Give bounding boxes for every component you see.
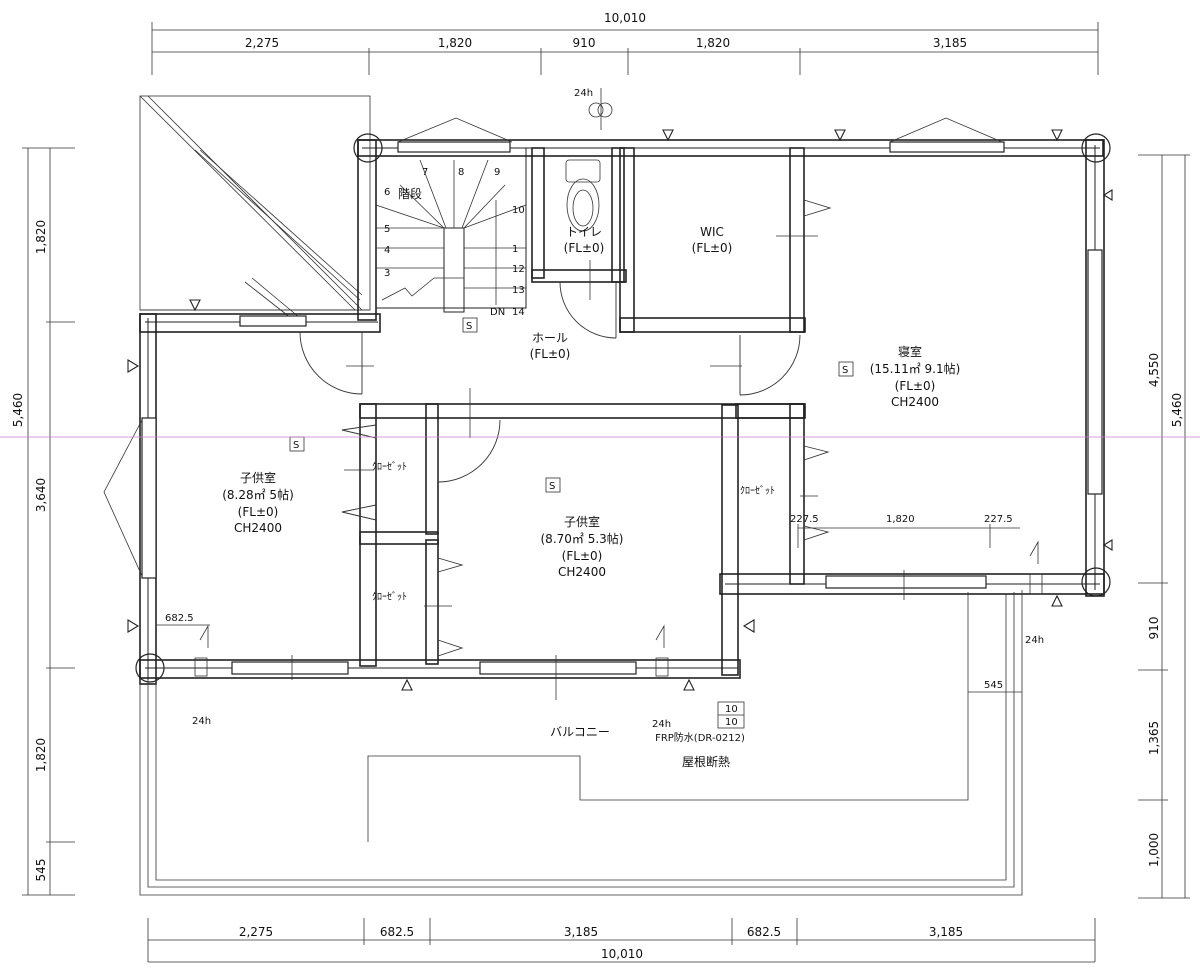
right-dim-2: 910	[1147, 617, 1161, 640]
dim-2275-b: 227.5	[984, 514, 1013, 525]
dim-545-right: 545	[984, 680, 1003, 691]
top-total-dim: 10,010	[604, 11, 646, 25]
ventilation-marks: 24h 24h 24h 24h	[192, 88, 1044, 730]
left-dim-4: 545	[34, 859, 48, 882]
direction-triangles	[127, 129, 1113, 691]
stair-step-14: 14	[512, 307, 525, 318]
stair-step-13: 13	[512, 285, 525, 296]
bedroom-name: 寝室	[898, 344, 922, 359]
roof-insulation-label: 屋根断熱	[682, 754, 730, 769]
toilet-level: (FL±0)	[564, 241, 605, 255]
balcony-label: バルコニー	[550, 725, 610, 739]
fan-label-right: 24h	[1025, 635, 1044, 646]
roof-area-top-left	[139, 95, 371, 323]
inner-dimensions: 682.5 227.5 1,820 227.5 545	[156, 514, 1022, 693]
sensor-hall: S	[466, 321, 472, 332]
bottom-dim-4: 682.5	[747, 925, 781, 939]
dim-1820-right: 1,820	[886, 514, 915, 525]
stair-step-7: 7	[422, 167, 428, 178]
bottom-dimensions: 2,275 682.5 3,185 682.5 3,185 10,010	[147, 918, 1096, 963]
hall-level: (FL±0)	[530, 347, 571, 361]
windows	[103, 117, 1103, 675]
kid-center-name: 子供室	[564, 514, 600, 529]
right-total-dim: 5,460	[1170, 393, 1184, 427]
stair-step-3: 3	[384, 268, 390, 279]
stair-step-8: 8	[458, 167, 464, 178]
top-dim-4: 1,820	[696, 36, 730, 50]
kid-center-area: (8.70㎡ 5.3帖)	[541, 531, 624, 546]
stair-step-9: 9	[494, 167, 500, 178]
fan-label-left: 24h	[192, 716, 211, 727]
sensor-bedroom: S	[842, 365, 848, 376]
kid-left-ceiling: CH2400	[234, 521, 282, 535]
fan-label-balcony: 24h	[652, 719, 671, 730]
corner-marks	[135, 133, 1111, 683]
stair-step-10: 10	[512, 205, 525, 216]
fan-label-top: 24h	[574, 88, 593, 99]
kid-left-level: (FL±0)	[238, 505, 279, 519]
kid-center-ceiling: CH2400	[558, 565, 606, 579]
bedroom-level: (FL±0)	[895, 379, 936, 393]
right-dim-4: 1,000	[1147, 833, 1161, 867]
exterior-walls	[139, 139, 1105, 685]
wic-name: WIC	[700, 225, 724, 239]
sensor-kid-left: S	[293, 440, 299, 451]
top-dim-5: 3,185	[933, 36, 967, 50]
dim-6825-left: 682.5	[165, 613, 194, 624]
staircase: 7 8 9 6 階段 10 5 1 4 12 3 13 DN 14	[375, 159, 527, 318]
toilet-fixture	[565, 159, 601, 232]
left-dim-1: 1,820	[34, 220, 48, 254]
left-dimensions: 1,820 3,640 1,820 545 5,460	[11, 147, 75, 896]
right-dimensions: 4,550 910 1,365 1,000 5,460	[1138, 154, 1190, 899]
left-total-dim: 5,460	[11, 393, 25, 427]
bottom-dim-5: 3,185	[929, 925, 963, 939]
kid-center-level: (FL±0)	[562, 549, 603, 563]
right-dim-1: 4,550	[1147, 353, 1161, 387]
stair-step-12: 12	[512, 264, 525, 275]
sensor-kid-center: S	[549, 481, 555, 492]
stair-step-4: 4	[384, 245, 390, 256]
electrical-points	[291, 235, 905, 700]
stair-dn: DN	[490, 307, 505, 318]
left-dim-3: 1,820	[34, 738, 48, 772]
dim-2275-a: 227.5	[790, 514, 819, 525]
balcony-spec: FRP防水(DR-0212)	[655, 731, 745, 744]
balcony-area	[139, 590, 1023, 896]
closet-label-3: ｸﾛｰｾﾞｯﾄ	[740, 485, 775, 497]
stair-step-1: 1	[512, 244, 518, 255]
bottom-dim-2: 682.5	[380, 925, 414, 939]
bedroom-area: (15.11㎡ 9.1帖)	[870, 361, 961, 376]
wic-level: (FL±0)	[692, 241, 733, 255]
bottom-dim-1: 2,275	[239, 925, 273, 939]
kid-left-area: (8.28㎡ 5帖)	[222, 487, 294, 502]
slope-top: 10	[725, 704, 738, 715]
stair-label: 階段	[398, 186, 422, 201]
bottom-total-dim: 10,010	[601, 947, 643, 961]
kid-left-name: 子供室	[240, 470, 276, 485]
right-dim-3: 1,365	[1147, 721, 1161, 755]
top-dim-1: 2,275	[245, 36, 279, 50]
top-dim-3: 910	[573, 36, 596, 50]
swing-doors	[299, 281, 801, 483]
top-dim-2: 1,820	[438, 36, 472, 50]
bedroom-ceiling: CH2400	[891, 395, 939, 409]
left-dim-2: 3,640	[34, 478, 48, 512]
hall-name: ホール	[532, 331, 568, 345]
toilet-name: トイレ	[566, 225, 602, 239]
bottom-dim-3: 3,185	[564, 925, 598, 939]
slope-bottom: 10	[725, 717, 738, 728]
top-dimensions: 10,010 2,275 1,820 910 1,820 3,185	[151, 11, 1099, 75]
closet-label-2: ｸﾛｰｾﾞｯﾄ	[372, 591, 407, 603]
closet-label-1: ｸﾛｰｾﾞｯﾄ	[372, 461, 407, 473]
folding-doors	[341, 199, 832, 657]
stair-step-6: 6	[384, 187, 390, 198]
stair-step-5: 5	[384, 224, 390, 235]
